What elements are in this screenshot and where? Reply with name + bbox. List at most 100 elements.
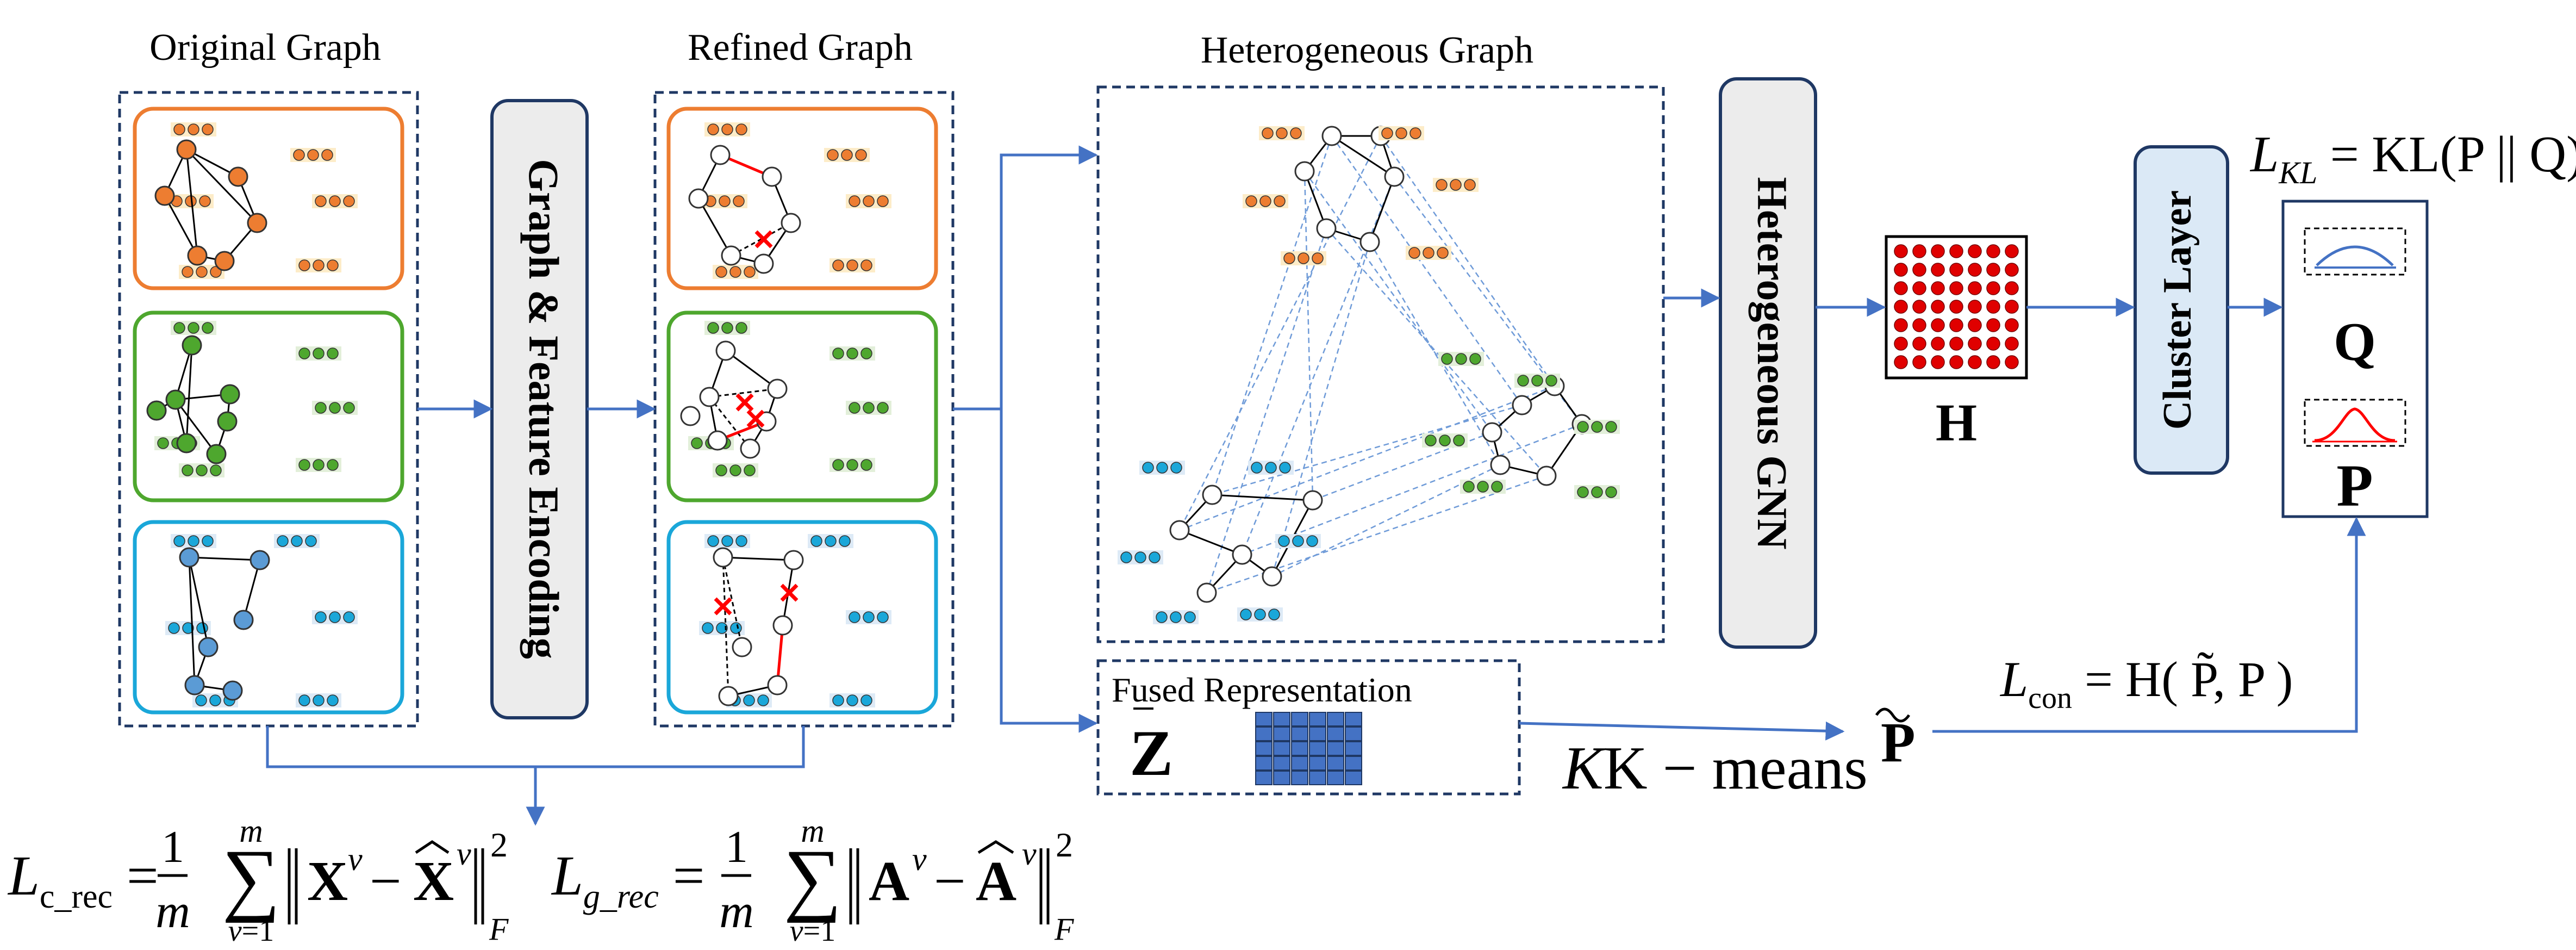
h-matrix-dot (1949, 337, 1963, 351)
refined-green-graph (680, 321, 891, 477)
feature-dot (1395, 127, 1407, 139)
feature-dot (209, 694, 221, 706)
feature-dot (1274, 195, 1286, 207)
feature-dot (1292, 535, 1304, 547)
green-graph (146, 321, 358, 477)
feature-dot (1298, 252, 1309, 264)
feature-dot (860, 259, 872, 271)
feature-dot (849, 195, 860, 207)
h-matrix-dot (1931, 355, 1945, 369)
svg-text:v: v (457, 836, 471, 872)
feature-dot (1156, 611, 1168, 623)
feature-dot (827, 149, 839, 161)
svg-text:m: m (719, 885, 754, 938)
feature-dot (1491, 481, 1503, 493)
feature-dot (863, 195, 875, 207)
graph-node (220, 384, 240, 405)
feature-dot (691, 437, 703, 449)
feature-dot (1605, 421, 1617, 433)
graph-node (176, 433, 197, 454)
svg-text:v: v (1022, 836, 1037, 872)
h-matrix-dot (1986, 263, 2000, 277)
cross-view-link (1242, 423, 1582, 556)
graph-node (1536, 465, 1557, 486)
feature-dot (313, 259, 325, 271)
feature-dot (1545, 375, 1557, 387)
svg-text:v=1: v=1 (228, 914, 274, 948)
fused-z-symbol: Z (1130, 717, 1173, 789)
h-matrix-dot (1912, 244, 1926, 258)
feature-dot (1425, 434, 1437, 446)
z-matrix-cell (1345, 727, 1362, 741)
feature-dot (735, 535, 747, 547)
graph-edge (189, 556, 260, 561)
fused-representation-title: Fused Representation (1112, 670, 1412, 709)
hgnn-module: Heterogeneous GNN (1719, 77, 1817, 649)
graph-node (146, 400, 167, 421)
feature-dot (877, 402, 889, 414)
svg-text:−: − (934, 850, 966, 912)
graph-node (767, 675, 788, 696)
graph-edge (708, 396, 751, 449)
h-matrix-dot (1949, 281, 1963, 295)
p-curve (2314, 407, 2396, 442)
graph-node (176, 139, 197, 160)
cross-view-link (1212, 404, 1523, 496)
graph-node (732, 637, 752, 657)
feature-dot (877, 195, 889, 207)
loss-g-rec: Lg_rec = 1 m m ∑ v=1 A v − A v 2 F (551, 813, 1074, 948)
feature-dot (188, 535, 199, 547)
feature-dot (188, 322, 199, 334)
graph-node (680, 406, 701, 426)
feature-dot (729, 464, 741, 476)
feature-dot (1441, 353, 1453, 365)
feature-dot (1455, 353, 1467, 365)
feature-dot (1283, 252, 1295, 264)
graph-node (179, 547, 199, 568)
feature-dot (1184, 611, 1196, 623)
feature-dot (721, 322, 733, 334)
h-matrix-dot (1968, 318, 1982, 332)
h-matrix-dot (1931, 263, 1945, 277)
feature-dot (846, 259, 858, 271)
feature-dot (182, 464, 194, 476)
graph-node (1169, 520, 1190, 541)
z-matrix-cell (1345, 741, 1362, 756)
feature-dot (832, 459, 844, 471)
h-matrix-dot (1894, 337, 1908, 351)
feature-dot (1464, 179, 1476, 191)
feature-dot (1463, 481, 1475, 493)
svg-text:X: X (413, 850, 454, 912)
feature-dot (1120, 551, 1132, 563)
h-matrix-dot (1949, 300, 1963, 314)
feature-dot (1381, 127, 1393, 139)
z-matrix-cell (1273, 727, 1290, 741)
z-matrix-cell (1327, 727, 1344, 741)
graph-edge (697, 198, 732, 256)
p-symbol: P (2336, 452, 2373, 519)
blue-graph (165, 534, 358, 707)
feature-dot (1453, 434, 1465, 446)
h-matrix-dot (1912, 300, 1926, 314)
svg-text:Lg_rec =: Lg_rec = (551, 845, 704, 915)
h-matrix-dot (1894, 281, 1908, 295)
z-matrix-cell (1255, 771, 1273, 785)
graph-node (1482, 422, 1502, 443)
hgnn-module-label: Heterogeneous GNN (1749, 177, 1796, 549)
graph-node (781, 213, 801, 233)
cross-view-link (1369, 241, 1501, 465)
feature-dot (196, 266, 208, 278)
feature-dot (846, 459, 858, 471)
z-matrix-cell (1291, 727, 1308, 741)
arrow-ptilde-to-p (1932, 517, 2366, 733)
h-matrix-dot (2005, 355, 2019, 369)
fused-z-matrix (1255, 712, 1362, 785)
svg-text:F: F (489, 911, 509, 947)
refined-blue-graph (699, 534, 891, 707)
feature-dot (707, 535, 719, 547)
feature-dot (195, 694, 207, 706)
cross-view-link (1211, 135, 1333, 495)
graph-node (753, 253, 774, 274)
refined-graph-panel (653, 91, 955, 728)
graph-edge (725, 350, 778, 390)
